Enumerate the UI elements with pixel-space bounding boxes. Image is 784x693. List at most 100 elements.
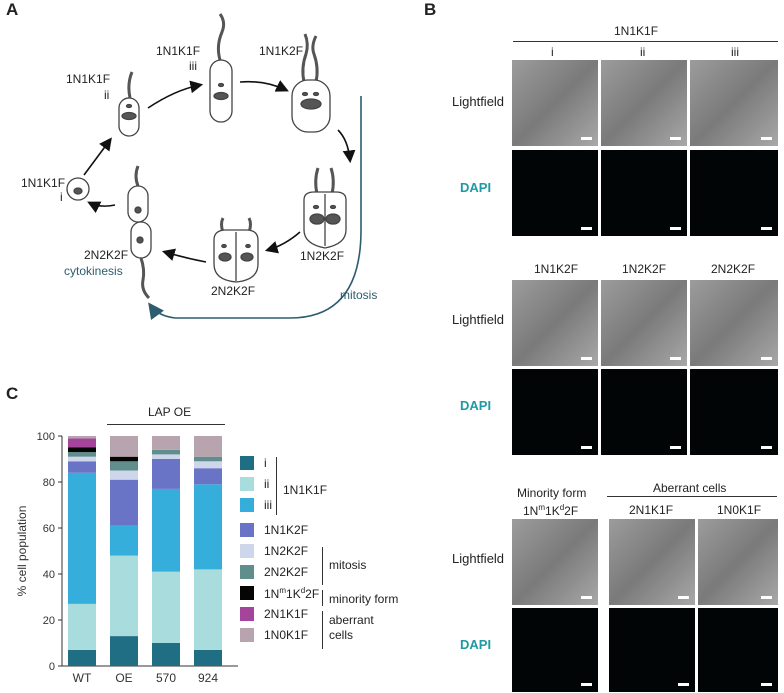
legend-bracket-aberrant bbox=[322, 611, 323, 649]
cell-cytokinesis-top bbox=[127, 185, 149, 223]
bar-segment bbox=[194, 649, 222, 666]
bar-segment bbox=[110, 636, 138, 666]
bar-segment bbox=[194, 461, 222, 469]
micrograph-dapi-2n2k2f bbox=[690, 369, 778, 455]
micrograph-dapi-1n0k1f bbox=[698, 608, 778, 692]
mitosis-arrow bbox=[148, 96, 362, 321]
micrograph-lightfield-1n0k1f bbox=[698, 519, 778, 605]
bar-segment bbox=[68, 456, 96, 462]
micro-minority-title: Minority form bbox=[517, 486, 587, 500]
bar-segment bbox=[194, 456, 222, 462]
bar-segment bbox=[152, 459, 180, 489]
bar-segment bbox=[152, 571, 180, 643]
bar-segment bbox=[110, 436, 138, 457]
legend-item: 1N0K1F bbox=[240, 627, 308, 643]
x-tick-label: OE bbox=[115, 671, 132, 685]
stage-i-sub: i bbox=[60, 190, 63, 204]
micro-col-minority: 1Nm1Kd2F bbox=[523, 503, 579, 518]
panel-letter-c: C bbox=[6, 384, 19, 403]
y-tick-label: 20 bbox=[43, 615, 55, 627]
micro-col-i: i bbox=[551, 45, 554, 59]
bar-segment bbox=[152, 436, 180, 450]
stage-2n2k2f-label: 2N2K2F bbox=[211, 284, 256, 298]
micrograph-lightfield-ii bbox=[601, 60, 687, 146]
legend-swatch bbox=[240, 607, 254, 621]
legend-group-mitosis: mitosis bbox=[329, 558, 367, 572]
legend-item: 1Nm1Kd2F bbox=[240, 585, 319, 601]
bar-segment bbox=[152, 643, 180, 666]
legend-swatch bbox=[240, 586, 254, 600]
legend-swatch bbox=[240, 498, 254, 512]
legend-group-1n1k1f: 1N1K1F bbox=[283, 483, 328, 497]
micrograph-lightfield-2n1k1f bbox=[609, 519, 695, 605]
x-tick-label: 924 bbox=[198, 671, 218, 685]
micro-aberrant-line bbox=[607, 496, 777, 497]
legend-group-aberrant: aberrant cells bbox=[329, 613, 374, 642]
bar-segment bbox=[194, 569, 222, 650]
bar-segment bbox=[68, 461, 96, 473]
micrograph-lightfield-i bbox=[512, 60, 598, 146]
row-label-dapi-3: DAPI bbox=[460, 637, 492, 652]
legend-group-minority: minority form bbox=[329, 592, 399, 606]
stage-1n1k2f-label: 1N1K2F bbox=[259, 44, 304, 58]
legend-item: iii bbox=[240, 497, 272, 513]
y-tick-label: 0 bbox=[49, 661, 55, 673]
panel-letter-b: B bbox=[424, 0, 437, 19]
micrograph-dapi-i bbox=[512, 150, 598, 236]
x-tick-label: WT bbox=[73, 671, 92, 685]
legend-bracket-mitosis bbox=[322, 547, 323, 585]
legend-label: 1Nm1Kd2F bbox=[264, 585, 320, 601]
legend-label: ii bbox=[264, 477, 270, 491]
bar-segment bbox=[68, 603, 96, 650]
bar-segment bbox=[110, 555, 138, 637]
legend-item: 2N2K2F bbox=[240, 564, 308, 580]
legend-swatch bbox=[240, 544, 254, 558]
cell-cycle-diagram bbox=[66, 13, 362, 321]
legend-item: 1N1K2F bbox=[240, 522, 308, 538]
row-label-dapi-1: DAPI bbox=[460, 180, 492, 195]
bar-segment bbox=[110, 525, 138, 556]
micro-col-1n0k1f: 1N0K1F bbox=[717, 503, 762, 517]
y-tick-label: 100 bbox=[37, 431, 55, 443]
bar-segment bbox=[194, 468, 222, 485]
micro-col-2n1k1f: 2N1K1F bbox=[629, 503, 674, 517]
legend-item: 2N1K1F bbox=[240, 606, 308, 622]
bar-segment bbox=[110, 470, 138, 480]
micro-col-iii: iii bbox=[731, 45, 739, 59]
stage-iii-sub: iii bbox=[189, 59, 197, 73]
micrograph-dapi-iii bbox=[690, 150, 778, 236]
stage-1n2k2f-label: 1N2K2F bbox=[300, 249, 345, 263]
micrograph-dapi-1n1k2f bbox=[512, 369, 598, 455]
row-label-lightfield-1: Lightfield bbox=[452, 94, 505, 109]
mitosis-label: mitosis bbox=[340, 288, 378, 302]
legend-label: 2N1K1F bbox=[264, 607, 309, 621]
micrograph-dapi-minority bbox=[512, 608, 598, 692]
micro-group1-title: 1N1K1F bbox=[614, 24, 659, 38]
legend-item: i bbox=[240, 455, 267, 471]
stage-iii-label: 1N1K1F bbox=[156, 44, 201, 58]
row-label-lightfield-2: Lightfield bbox=[452, 312, 505, 327]
legend-label: 1N2K2F bbox=[264, 544, 309, 558]
bar-segment bbox=[194, 436, 222, 457]
legend-swatch bbox=[240, 477, 254, 491]
legend-swatch bbox=[240, 523, 254, 537]
stage-cytokinesis-2n2k2f-label: 2N2K2F bbox=[84, 248, 129, 262]
lap-oe-line bbox=[107, 424, 225, 425]
micro-col-2n2k2f: 2N2K2F bbox=[711, 262, 756, 276]
x-tick-label: 570 bbox=[156, 671, 176, 685]
legend-item: ii bbox=[240, 476, 269, 492]
y-tick-label: 80 bbox=[43, 477, 55, 489]
micro-col-1n2k2f: 1N2K2F bbox=[622, 262, 667, 276]
micrograph-dapi-1n2k2f bbox=[601, 369, 687, 455]
cell-stage-iii bbox=[209, 59, 233, 123]
bar-segment bbox=[68, 447, 96, 453]
micro-group1-line bbox=[513, 41, 778, 42]
bar-segment bbox=[110, 456, 138, 462]
bar-segment bbox=[110, 479, 138, 526]
micrograph-lightfield-iii bbox=[690, 60, 778, 146]
micro-col-1n1k2f: 1N1K2F bbox=[534, 262, 579, 276]
legend-label: iii bbox=[264, 498, 272, 512]
row-label-dapi-2: DAPI bbox=[460, 398, 492, 413]
micrograph-lightfield-1n1k2f bbox=[512, 280, 598, 366]
